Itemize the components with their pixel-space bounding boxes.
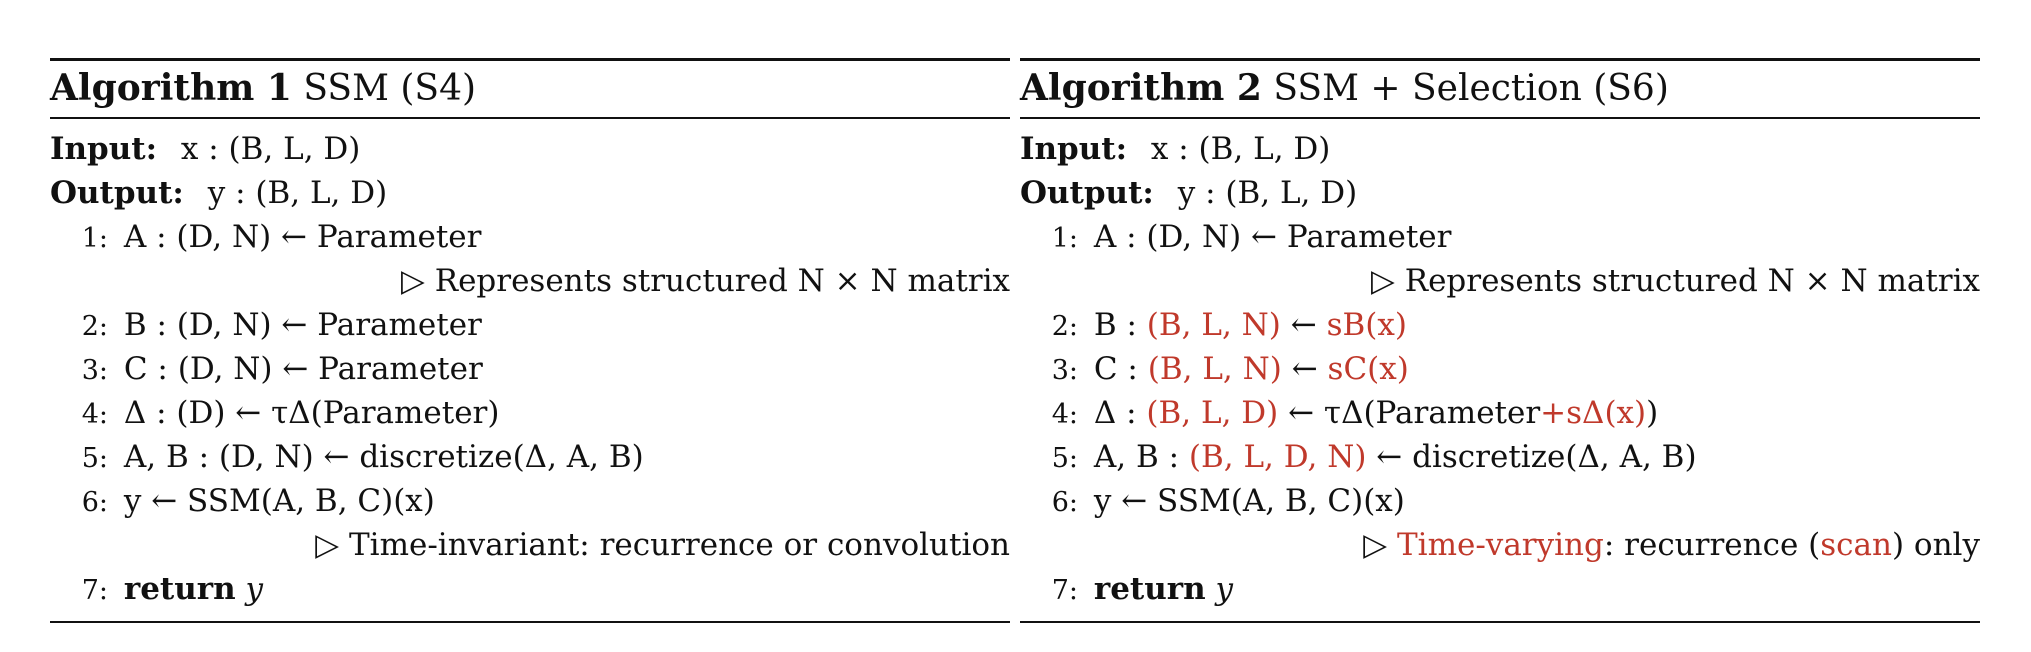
line-number: 7:: [81, 575, 108, 606]
output-label: Output:: [1020, 175, 1154, 211]
line-number: 3:: [1051, 355, 1078, 386]
bottom-rule: [50, 621, 1010, 623]
line-number: 2:: [1051, 311, 1078, 342]
algorithm-1-caption: Algorithm 1 SSM (S4): [50, 61, 1010, 119]
caption-label: Algorithm 2: [1020, 67, 1262, 109]
output-line: Output: y : (B, L, D): [1020, 171, 1980, 215]
line-text: A, B : (B, L, D, N) ← discretize(Δ, A, B…: [1093, 439, 1697, 475]
comment-line: ▷ Time-invariant: recurrence or convolut…: [50, 523, 1010, 567]
line-3: 3: C : (B, L, N) ← sC(x): [1020, 347, 1980, 391]
line-text: y ← SSM(A, B, C)(x): [123, 483, 435, 519]
line-1: 1: A : (D, N) ← Parameter: [50, 215, 1010, 259]
output-line: Output: y : (B, L, D): [50, 171, 1010, 215]
line-number: 1:: [1051, 223, 1078, 254]
line-number: 3:: [81, 355, 108, 386]
input-label: Input:: [1020, 131, 1128, 167]
input-expr: x : (B, L, D): [180, 131, 361, 167]
line-2: 2: B : (D, N) ← Parameter: [50, 303, 1010, 347]
line-text: C : (D, N) ← Parameter: [123, 351, 483, 387]
line-1: 1: A : (D, N) ← Parameter: [1020, 215, 1980, 259]
line-text: y: [1215, 571, 1234, 607]
algorithm-2-caption: Algorithm 2 SSM + Selection (S6): [1020, 61, 1980, 119]
line-text: Δ : (D) ← τΔ(Parameter): [123, 395, 500, 431]
input-line: Input: x : (B, L, D): [50, 127, 1010, 171]
line-5: 5: A, B : (B, L, D, N) ← discretize(Δ, A…: [1020, 435, 1980, 479]
algorithm-2-block: Algorithm 2 SSM + Selection (S6) Input: …: [1020, 58, 1980, 623]
line-number: 4:: [81, 399, 108, 430]
comment-text: ▷ Represents structured N × N matrix: [401, 263, 1010, 299]
comment-text: ▷ Represents structured N × N matrix: [1371, 263, 1980, 299]
line-5: 5: A, B : (D, N) ← discretize(Δ, A, B): [50, 435, 1010, 479]
line-number: 4:: [1051, 399, 1078, 430]
input-label: Input:: [50, 131, 158, 167]
line-number: 5:: [1051, 443, 1078, 474]
return-keyword: return: [123, 571, 236, 607]
output-expr: y : (B, L, D): [207, 175, 388, 211]
line-text: B : (D, N) ← Parameter: [123, 307, 482, 343]
caption-title: SSM (S4): [303, 68, 477, 109]
line-number: 2:: [81, 311, 108, 342]
comment-text: ▷ Time-varying: recurrence (scan) only: [1363, 527, 1980, 563]
line-text: A : (D, N) ← Parameter: [1093, 219, 1452, 255]
return-keyword: return: [1093, 571, 1206, 607]
line-text: A, B : (D, N) ← discretize(Δ, A, B): [123, 439, 644, 475]
line-text: y: [245, 571, 264, 607]
line-number: 6:: [1051, 487, 1078, 518]
line-number: 5:: [81, 443, 108, 474]
caption-title: SSM + Selection (S6): [1273, 68, 1669, 109]
line-text: C : (B, L, N) ← sC(x): [1093, 351, 1409, 387]
line-4: 4: Δ : (B, L, D) ← τΔ(Parameter+sΔ(x)): [1020, 391, 1980, 435]
comment-line: ▷ Time-varying: recurrence (scan) only: [1020, 523, 1980, 567]
output-expr: y : (B, L, D): [1177, 175, 1358, 211]
line-3: 3: C : (D, N) ← Parameter: [50, 347, 1010, 391]
caption-label: Algorithm 1: [50, 67, 292, 109]
algorithm-2-body: Input: x : (B, L, D) Output: y : (B, L, …: [1020, 119, 1980, 611]
bottom-rule: [1020, 621, 1980, 623]
output-label: Output:: [50, 175, 184, 211]
algorithm-1-block: Algorithm 1 SSM (S4) Input: x : (B, L, D…: [50, 58, 1010, 623]
line-7: 7: return y: [1020, 567, 1980, 611]
line-number: 7:: [1051, 575, 1078, 606]
line-number: 6:: [81, 487, 108, 518]
line-text: B : (B, L, N) ← sB(x): [1093, 307, 1407, 343]
input-expr: x : (B, L, D): [1150, 131, 1331, 167]
line-text: A : (D, N) ← Parameter: [123, 219, 482, 255]
input-line: Input: x : (B, L, D): [1020, 127, 1980, 171]
comment-line: ▷ Represents structured N × N matrix: [50, 259, 1010, 303]
line-text: Δ : (B, L, D) ← τΔ(Parameter+sΔ(x)): [1093, 395, 1659, 431]
line-7: 7: return y: [50, 567, 1010, 611]
line-6: 6: y ← SSM(A, B, C)(x): [50, 479, 1010, 523]
comment-line: ▷ Represents structured N × N matrix: [1020, 259, 1980, 303]
line-2: 2: B : (B, L, N) ← sB(x): [1020, 303, 1980, 347]
comment-text: ▷ Time-invariant: recurrence or convolut…: [315, 527, 1010, 563]
line-4: 4: Δ : (D) ← τΔ(Parameter): [50, 391, 1010, 435]
algorithm-1-body: Input: x : (B, L, D) Output: y : (B, L, …: [50, 119, 1010, 611]
line-6: 6: y ← SSM(A, B, C)(x): [1020, 479, 1980, 523]
line-number: 1:: [81, 223, 108, 254]
line-text: y ← SSM(A, B, C)(x): [1093, 483, 1405, 519]
